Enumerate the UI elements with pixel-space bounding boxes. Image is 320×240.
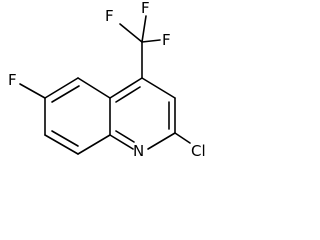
pyridine-ring bbox=[109, 77, 176, 150]
structure-diagram: F F F F N Cl bbox=[8, 0, 206, 160]
atom-label-f-right: F bbox=[162, 31, 171, 49]
bond-cf3-to-f-top-right bbox=[141, 15, 147, 43]
bond-c2-n bbox=[147, 132, 176, 150]
atom-label-n: N bbox=[133, 142, 144, 160]
bond-n-c8a-double bbox=[115, 130, 135, 143]
bond-cf3-to-f-top-left bbox=[119, 23, 143, 43]
atom-label-f-top-left: F bbox=[105, 7, 114, 25]
bond-c7-c8-double bbox=[51, 130, 79, 147]
bond-c2-cl bbox=[174, 132, 191, 144]
bond-cf3-to-f-right bbox=[141, 39, 161, 43]
trifluoromethyl-group bbox=[119, 15, 161, 79]
bond-c5-c6-double bbox=[51, 85, 80, 103]
bond-c7-c8 bbox=[44, 134, 79, 155]
bond-c8-c8a bbox=[77, 134, 111, 155]
bond-c5-c6 bbox=[44, 77, 79, 99]
atom-label-cl: Cl bbox=[191, 142, 206, 160]
benzene-ring bbox=[44, 77, 111, 155]
bond-n-c8a bbox=[109, 134, 134, 150]
bond-c4a-c4 bbox=[109, 77, 143, 99]
bond-c4a-c4-double bbox=[115, 86, 141, 103]
bond-c6-f bbox=[19, 83, 46, 99]
atom-label-f-ring: F bbox=[8, 71, 17, 89]
bond-c4a-c5 bbox=[77, 77, 111, 99]
atom-label-f-top-right: F bbox=[141, 0, 150, 17]
bond-c4-c3 bbox=[141, 77, 176, 99]
